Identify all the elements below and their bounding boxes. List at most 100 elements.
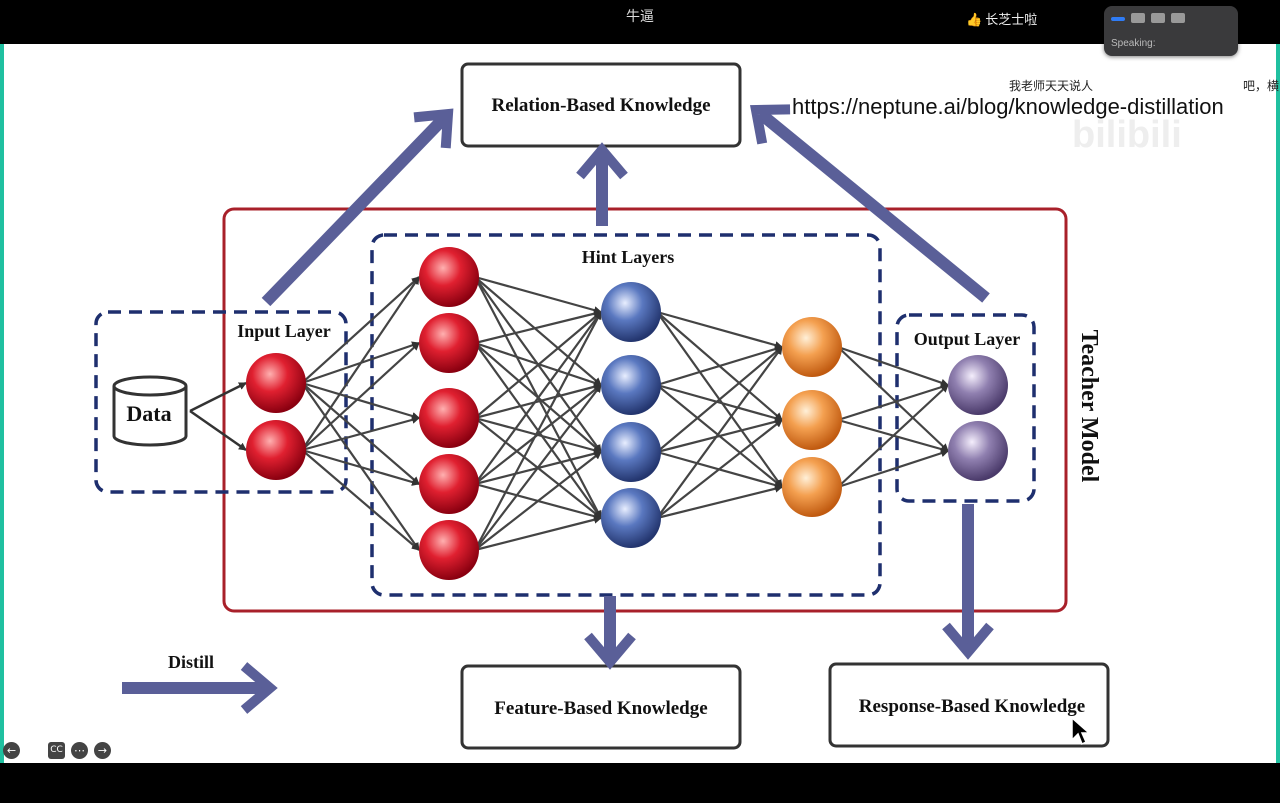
- node-hidden2-3: [601, 488, 661, 548]
- distill-label: Distill: [168, 652, 214, 672]
- like-button[interactable]: 👍长芝士啦: [966, 9, 1037, 28]
- edge-hidden1-1-to-hidden2-0: [474, 309, 602, 345]
- knowledge-arrows: [122, 104, 994, 714]
- edge-hidden1-2-to-hidden2-1: [474, 382, 602, 420]
- top-bar: 牛逼 👍长芝士啦: [0, 0, 1280, 44]
- edge-input-1-to-hidden1-4: [301, 449, 420, 551]
- edge-hidden1-3-to-hidden2-1: [474, 384, 602, 485]
- bottom-bar: [0, 763, 1280, 803]
- network-connections: [189, 275, 949, 552]
- right-edge-divider: [1276, 44, 1280, 763]
- left-edge-divider: [0, 44, 4, 763]
- hint-layers-dashed-box: [370, 233, 882, 597]
- thumbs-up-icon: 👍: [966, 12, 983, 27]
- cc-icon[interactable]: CC: [48, 742, 65, 759]
- node-output-1: [948, 421, 1008, 481]
- edge-hidden3-2-to-output-0: [837, 384, 949, 488]
- arrow-hint-to-feature: [584, 596, 636, 670]
- distill-arrow: [122, 662, 278, 714]
- window-title: 牛逼: [626, 8, 654, 24]
- edge-hidden2-2-to-hidden3-0: [656, 346, 783, 453]
- node-hidden3-1: [782, 390, 842, 450]
- edge-hidden2-0-to-hidden3-0: [656, 310, 783, 349]
- edge-input-1-to-hidden1-1: [301, 342, 420, 451]
- view-grid-button[interactable]: [1171, 13, 1185, 23]
- knowledge-distillation-diagram: Relation-Based Knowledge Feature-Based K…: [94, 62, 1110, 750]
- edge-input-1-to-hidden1-0: [301, 276, 420, 451]
- danmaku-comment: 我老师天天说人 吧，横: [1009, 77, 1279, 94]
- edge-hidden1-0-to-hidden2-0: [474, 275, 602, 314]
- edge-hidden2-1-to-hidden3-1: [656, 383, 783, 422]
- speaking-label: Speaking:: [1111, 38, 1156, 49]
- edge-hidden3-0-to-output-1: [837, 346, 949, 452]
- source-url: https://neptune.ai/blog/knowledge-distil…: [792, 94, 1224, 119]
- output-layer-label: Output Layer: [914, 329, 1021, 349]
- danmaku-tail: 吧，横: [1243, 79, 1280, 93]
- teacher-model-label: Teacher Model: [1076, 330, 1102, 483]
- slide: Relation-Based Knowledge Feature-Based K…: [4, 44, 1279, 763]
- forward-icon[interactable]: →: [94, 742, 111, 759]
- node-output-0: [948, 355, 1008, 415]
- edge-hidden2-3-to-hidden3-2: [656, 484, 783, 520]
- edge-input-1-to-hidden1-2: [301, 415, 420, 452]
- node-hidden1-4: [419, 520, 479, 580]
- feature-knowledge-box: [460, 664, 742, 750]
- node-hidden2-0: [601, 282, 661, 342]
- edge-hidden2-1-to-hidden3-0: [656, 345, 783, 387]
- view-gallery-button[interactable]: [1131, 13, 1145, 23]
- hint-layers-label: Hint Layers: [582, 247, 675, 267]
- edge-hidden1-2-to-hidden2-0: [474, 311, 602, 419]
- arrow-hint-to-relation: [576, 142, 628, 226]
- arrow-output-to-response: [942, 504, 994, 660]
- edge-input-1-to-hidden1-3: [301, 448, 420, 486]
- node-input-0: [246, 353, 306, 413]
- node-hidden3-0: [782, 317, 842, 377]
- edge-hidden3-1-to-output-0: [837, 383, 949, 422]
- edge-hidden1-0-to-hidden2-1: [474, 276, 602, 386]
- mouse-cursor-icon: [1071, 716, 1090, 746]
- view-speaker-button[interactable]: [1111, 17, 1125, 21]
- edge-hidden1-4-to-hidden2-2: [474, 451, 602, 551]
- view-strip-button[interactable]: [1151, 13, 1165, 23]
- person-icon[interactable]: ▲: [30, 744, 39, 757]
- edge-hidden1-3-to-hidden2-0: [474, 311, 602, 485]
- arrow-input-to-relation: [261, 108, 454, 307]
- input-layer-label: Input Layer: [237, 321, 331, 341]
- output-layer-dashed-box: [895, 313, 1036, 503]
- more-icon[interactable]: ⋯: [71, 742, 88, 759]
- node-hidden1-0: [419, 247, 479, 307]
- like-label: 长芝士啦: [985, 12, 1038, 27]
- feature-knowledge-label: Feature-Based Knowledge: [494, 698, 707, 719]
- edge-input-0-to-hidden1-2: [301, 381, 420, 420]
- edge-hidden2-3-to-hidden3-0: [656, 346, 783, 519]
- edge-input-0-to-hidden1-0: [301, 276, 420, 384]
- network-nodes: [246, 247, 1008, 580]
- node-hidden2-1: [601, 355, 661, 415]
- speaker-panel: Speaking:: [1104, 6, 1238, 56]
- back-icon[interactable]: ←: [3, 742, 20, 759]
- data-cylinder: Data: [112, 375, 188, 447]
- edge-hidden3-2-to-output-1: [837, 449, 949, 489]
- node-input-1: [246, 420, 306, 480]
- edge-data-to-input-1: [189, 409, 247, 452]
- edge-data-to-input-0: [189, 381, 247, 413]
- node-hidden1-2: [419, 388, 479, 448]
- edge-hidden1-4-to-hidden2-1: [474, 384, 602, 551]
- data-label: Data: [126, 401, 171, 426]
- node-hidden1-1: [419, 313, 479, 373]
- node-hidden3-2: [782, 457, 842, 517]
- teacher-model-frame: [222, 207, 1068, 613]
- arrow-output-to-relation: [750, 104, 990, 303]
- edge-hidden2-3-to-hidden3-1: [656, 419, 783, 519]
- response-knowledge-box: [828, 662, 1110, 748]
- node-hidden2-2: [601, 422, 661, 482]
- edge-hidden3-0-to-output-0: [837, 345, 949, 387]
- danmaku-text: 我老师天天说人: [1009, 79, 1094, 93]
- edge-hidden1-4-to-hidden2-3: [474, 515, 602, 552]
- relation-knowledge-label: Relation-Based Knowledge: [491, 95, 710, 116]
- bilibili-watermark: bilibili: [1072, 114, 1182, 156]
- response-knowledge-label: Response-Based Knowledge: [859, 696, 1085, 717]
- data-input-dashed-box: [94, 310, 348, 494]
- node-hidden1-3: [419, 454, 479, 514]
- edge-hidden1-4-to-hidden2-0: [474, 311, 602, 551]
